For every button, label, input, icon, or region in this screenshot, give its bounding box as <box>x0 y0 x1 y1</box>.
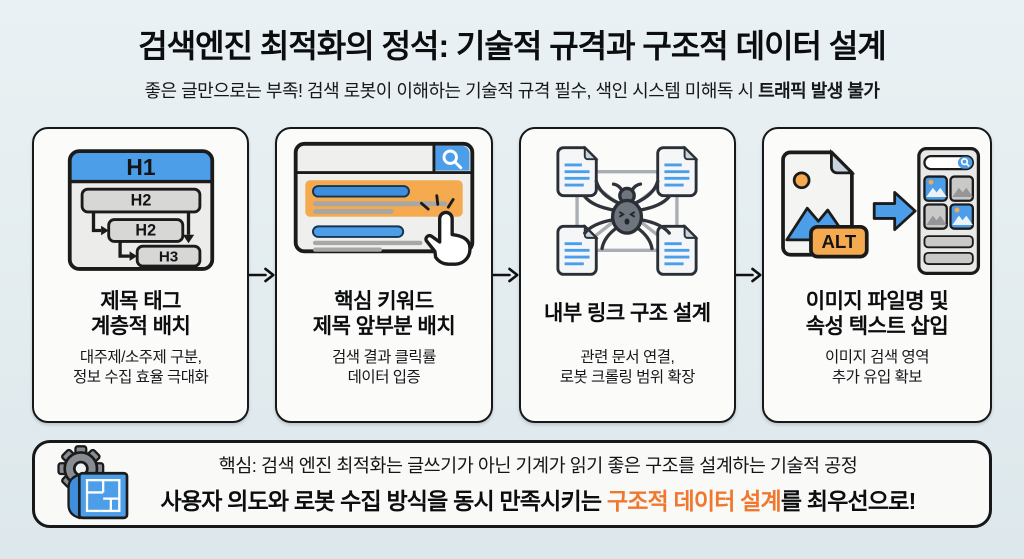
summary-line2: 사용자 의도와 로봇 수집 방식을 동시 만족시키는 구조적 데이터 설계를 최… <box>145 482 931 516</box>
card-title: 제목 태그 계층적 배치 <box>90 289 191 338</box>
gear-blueprint-icon <box>49 444 145 524</box>
svg-text:H2: H2 <box>130 191 151 209</box>
subtitle: 좋은 글만으로는 부족! 검색 로봇이 이해하는 기술적 규격 필수, 색인 시… <box>32 77 992 103</box>
svg-text:ALT: ALT <box>821 231 856 252</box>
arrow-right-icon <box>492 127 519 423</box>
summary-line2-suffix: 를 최우선으로! <box>780 487 916 514</box>
magnifier-icon <box>442 149 463 170</box>
summary-line2-prefix: 사용자 의도와 로봇 수집 방식을 동시 만족시키는 <box>160 487 607 514</box>
summary-line1: 핵심: 검색 엔진 최적화는 글쓰기가 아닌 기계가 읽기 좋은 구조를 설계하… <box>218 454 858 476</box>
card-desc: 검색 결과 클릭률 데이터 입증 <box>332 348 436 386</box>
card-title: 내부 링크 구조 설계 <box>544 302 711 326</box>
heading-hierarchy-icon: H1 H2 H2 H3 <box>65 141 217 281</box>
alt-badge: ALT <box>809 224 869 259</box>
header: 검색엔진 최적화의 정석: 기술적 규격과 구조적 데이터 설계 좋은 글만으로… <box>32 28 992 103</box>
card-internal-links: 내부 링크 구조 설계 관련 문서 연결, 로봇 크롤링 범위 확장 <box>518 126 736 423</box>
card-image-alt: ALT <box>761 126 992 423</box>
crawler-link-web-icon <box>531 141 723 281</box>
svg-text:H2: H2 <box>135 221 156 239</box>
summary-box: 핵심: 검색 엔진 최적화는 글쓰기가 아닌 기계가 읽기 좋은 구조를 설계하… <box>32 439 992 528</box>
subtitle-bold: 트래픽 발생 불가 <box>758 80 880 101</box>
subtitle-regular: 좋은 글만으로는 부족! 검색 로봇이 이해하는 기술적 규격 필수, 색인 시… <box>144 80 759 101</box>
summary-line2-highlight: 구조적 데이터 설계 <box>606 487 782 514</box>
steps-row: H1 H2 H2 H3 제목 태그 계층적 배치 대주제/소주제 구분, 정보 … <box>32 126 992 423</box>
blue-arrow-icon <box>872 190 917 231</box>
card-desc: 관련 문서 연결, 로봇 크롤링 범위 확장 <box>559 348 696 386</box>
page-title: 검색엔진 최적화의 정석: 기술적 규격과 구조적 데이터 설계 <box>138 28 886 64</box>
card-title: 핵심 키워드 제목 앞부분 배치 <box>312 289 456 338</box>
card-heading-tags: H1 H2 H2 H3 제목 태그 계층적 배치 대주제/소주제 구분, 정보 … <box>32 126 250 423</box>
card-desc: 이미지 검색 영역 추가 유입 확보 <box>825 348 929 386</box>
arrow-right-icon <box>735 127 762 423</box>
image-alt-icon: ALT <box>770 141 984 281</box>
card-desc: 대주제/소주제 구분, 정보 수집 효율 극대화 <box>73 348 209 386</box>
svg-text:H3: H3 <box>158 248 177 265</box>
document-icon <box>556 145 699 276</box>
search-result-click-icon <box>288 141 480 281</box>
cursor-hand-icon <box>419 193 472 266</box>
arrow-right-icon <box>249 127 275 423</box>
image-search-grid-icon <box>917 146 981 275</box>
summary-text: 핵심: 검색 엔진 최적화는 글쓰기가 아닌 기계가 읽기 좋은 구조를 설계하… <box>145 452 971 516</box>
svg-text:H1: H1 <box>126 154 155 180</box>
spider-icon <box>583 179 672 250</box>
card-keyword-placement: 핵심 키워드 제목 앞부분 배치 검색 결과 클릭률 데이터 입증 <box>275 126 493 423</box>
card-title: 이미지 파일명 및 속성 텍스트 삽입 <box>805 289 949 338</box>
